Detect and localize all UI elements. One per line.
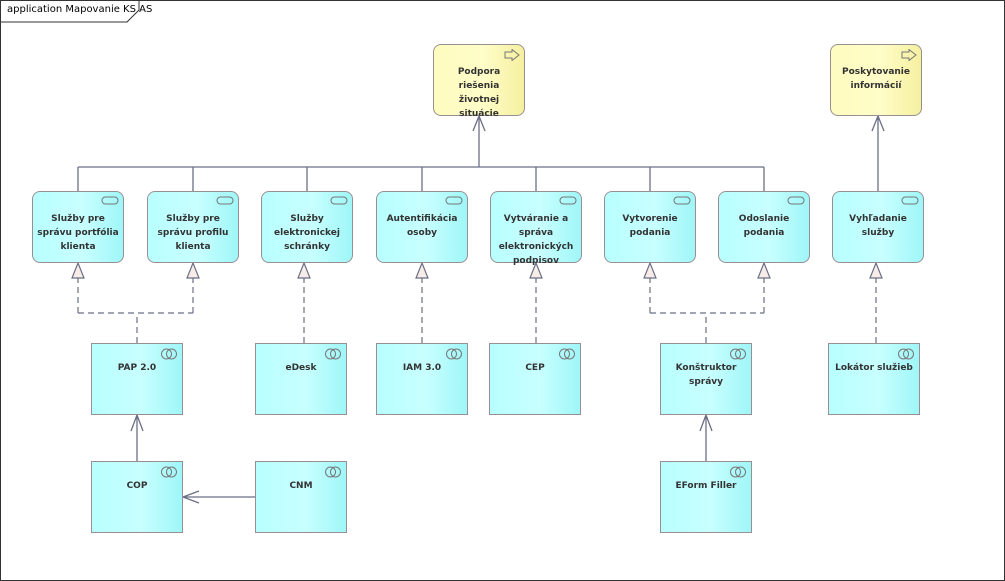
realization-triangle [297,261,311,279]
component-icon [325,466,341,478]
component-icon [161,348,177,360]
service-label: Služby pre správu portfólia klienta [37,214,119,252]
value-podpora[interactable]: Podpora riešenia životnej situácie [433,44,525,119]
component-icon [559,348,575,360]
diagram-title: application Mapovanie KS AS [7,4,153,15]
service-label: Odoslanie podania [738,214,790,238]
component-label: PAP 2.0 [117,363,157,373]
serving-bus [77,116,765,191]
realization-triangle [186,261,200,279]
component-icon [730,348,746,360]
component-icon [730,466,746,478]
realization-triangle [529,261,543,279]
realization-pap [77,278,194,343]
component-edesk[interactable]: eDesk [255,343,347,415]
service-vyhladanie[interactable]: Vyhľadanie služby [832,191,924,263]
value-arrow-icon [901,49,917,61]
component-label: eDesk [285,363,317,373]
component-iam[interactable]: IAM 3.0 [376,343,468,415]
serving-arrowhead [472,114,486,132]
flow-cop-pap [130,413,144,461]
component-label: CEP [525,363,545,373]
service-icon [101,196,119,205]
service-icon [901,196,919,205]
component-pap[interactable]: PAP 2.0 [91,343,183,415]
service-schranka[interactable]: Služby elektronickej schránky [261,191,353,263]
service-label: Vyhľadanie služby [849,214,907,238]
component-cnm[interactable]: CNM [255,461,347,533]
component-label: IAM 3.0 [402,363,442,373]
service-label: Vytváranie a správa elektronických podpi… [498,214,574,266]
service-label: Vytvorenie podania [622,214,678,238]
component-icon [898,348,914,360]
value-label: Podpora riešenia životnej situácie [457,67,501,119]
service-label: Služby pre správu profilu klienta [157,214,229,252]
value-arrow-icon [504,49,520,61]
component-label: Lokátor služieb [835,363,913,373]
realization-triangle [869,261,883,279]
service-icon [216,196,234,205]
service-podpisy[interactable]: Vytváranie a správa elektronických podpi… [490,191,582,266]
service-icon [445,196,463,205]
component-lokator[interactable]: Lokátor služieb [828,343,920,415]
flow-eform-konstruktor [699,413,713,461]
realization-triangle [643,261,657,279]
component-konstruktor[interactable]: Konštruktor správy [660,343,752,415]
component-cop[interactable]: COP [91,461,183,533]
realization-konstruktor [649,278,765,343]
component-icon [446,348,462,360]
value-poskytovanie[interactable]: Poskytovanie informácií [830,44,922,116]
service-icon [330,196,348,205]
realization-triangle [757,261,771,279]
service-vytvorenie[interactable]: Vytvorenie podania [604,191,696,263]
component-cep[interactable]: CEP [489,343,581,415]
service-odoslanie[interactable]: Odoslanie podania [718,191,810,263]
component-label: EForm Filler [675,481,737,491]
service-icon [559,196,577,205]
component-label: Konštruktor správy [675,363,737,387]
component-label: CNM [289,481,313,491]
component-label: COP [126,481,148,491]
diagram-title-tab: application Mapovanie KS AS [1,1,152,23]
service-icon [673,196,691,205]
service-label: Autentifikácia osoby [386,214,458,238]
realization-triangle [415,261,429,279]
component-icon [161,466,177,478]
component-eform-filler[interactable]: EForm Filler [660,461,752,533]
value-label: Poskytovanie informácií [841,67,910,91]
serving-link [871,114,885,191]
service-autentifikacia[interactable]: Autentifikácia osoby [376,191,468,263]
service-label: Služby elektronickej schránky [274,214,340,252]
service-portfolio[interactable]: Služby pre správu portfólia klienta [32,191,124,263]
service-profil[interactable]: Služby pre správu profilu klienta [147,191,239,263]
service-icon [787,196,805,205]
component-icon [325,348,341,360]
flow-cnm-cop [181,490,255,504]
realization-triangle [71,261,85,279]
